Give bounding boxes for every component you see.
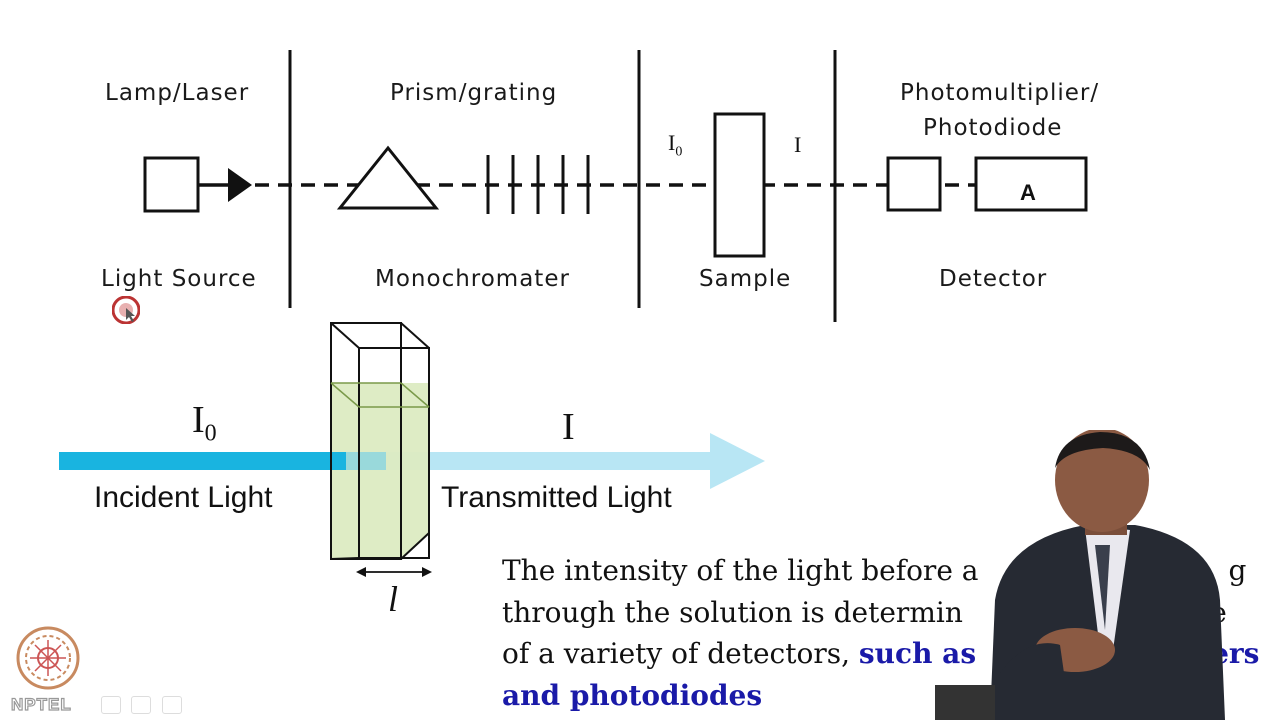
text-highlight-1: such as	[858, 637, 977, 670]
label-monochromator: Monochromater	[375, 266, 570, 292]
text-line-2: through the solution is determin	[502, 595, 963, 629]
label-photodiode: Photodiode	[923, 115, 1063, 141]
label-path-length: l	[388, 579, 399, 619]
text-line-3: of a variety of detectors,	[502, 637, 850, 670]
lamp-arrow-head	[228, 168, 252, 202]
cuvette-icon	[330, 322, 430, 560]
presenter-video	[935, 430, 1225, 720]
nptel-logo-icon: NPTEL	[10, 626, 80, 715]
cuvette-liquid	[331, 383, 429, 558]
grating-icon	[486, 155, 590, 214]
beer-lambert-diagram	[59, 322, 765, 577]
logo-text: NPTEL	[11, 695, 72, 714]
detector-small-box	[886, 156, 942, 212]
prism-icon	[336, 145, 440, 210]
label-i-top: I	[794, 132, 802, 157]
detector-ammeter-box	[974, 156, 1088, 212]
player-more-icon[interactable]	[162, 696, 182, 714]
label-transmitted-light: Transmitted Light	[441, 481, 672, 514]
detector-box-label: A	[1020, 180, 1036, 205]
label-i0-beam: I0	[192, 399, 217, 447]
label-prism-grating: Prism/grating	[390, 80, 558, 106]
label-i-beam: I	[562, 406, 575, 448]
label-i0-top: I0	[668, 130, 683, 160]
player-control-1[interactable]	[101, 696, 121, 714]
text-line-1: The intensity of the light before a	[502, 554, 979, 587]
lamp-box	[143, 156, 200, 213]
label-sample: Sample	[699, 266, 792, 292]
pointer-cursor-icon	[112, 296, 140, 324]
player-zoom-icon[interactable]	[131, 696, 151, 714]
label-lamp-laser: Lamp/Laser	[105, 80, 250, 106]
label-photomultiplier: Photomultiplier/	[900, 80, 1100, 106]
incident-beam	[59, 452, 346, 470]
label-incident-light: Incident Light	[94, 481, 273, 514]
transmitted-arrowhead	[710, 433, 765, 489]
label-light-source: Light Source	[101, 266, 257, 292]
path-length-arrow	[356, 567, 432, 577]
spectrometer-diagram	[143, 50, 1088, 322]
text-highlight-2: and photodiodes	[502, 678, 763, 712]
sample-cell	[713, 112, 766, 258]
transmitted-beam	[345, 452, 715, 470]
label-detector: Detector	[939, 266, 1048, 292]
